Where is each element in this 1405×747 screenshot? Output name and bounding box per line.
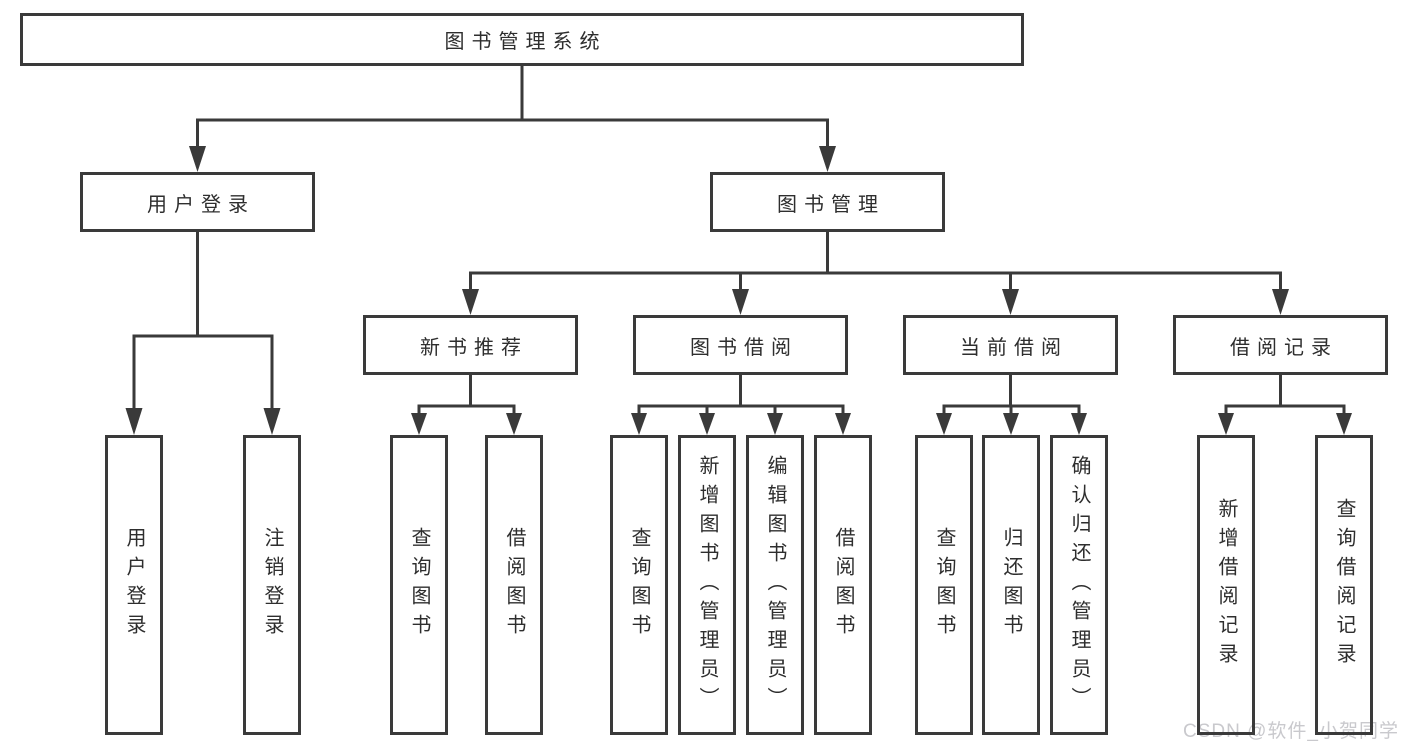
- leaf-borrow-books-recommend: 借阅图书: [485, 435, 543, 735]
- leaf-query-books-current: 查询图书: [915, 435, 973, 735]
- leaf-logout-login: 注销登录: [243, 435, 301, 735]
- leaf-return-books: 归还图书: [982, 435, 1040, 735]
- leaf-query-books-recommend: 查询图书: [390, 435, 448, 735]
- leaf-confirm-return-admin: 确认归还（管理员）: [1050, 435, 1108, 735]
- node-book-borrow: 图书借阅: [633, 315, 848, 375]
- leaf-query-borrow-record: 查询借阅记录: [1315, 435, 1373, 735]
- leaf-add-books-admin: 新增图书（管理员）: [678, 435, 736, 735]
- node-book-management: 图书管理: [710, 172, 945, 232]
- watermark: CSDN @软件_小贺同学: [1183, 721, 1399, 742]
- leaf-query-books-borrow: 查询图书: [610, 435, 668, 735]
- node-new-book-recommend: 新书推荐: [363, 315, 578, 375]
- leaf-edit-books-admin: 编辑图书（管理员）: [746, 435, 804, 735]
- leaf-add-borrow-record: 新增借阅记录: [1197, 435, 1255, 735]
- node-library-system-root: 图书管理系统: [20, 13, 1024, 66]
- leaf-borrow-books: 借阅图书: [814, 435, 872, 735]
- node-user-login: 用户登录: [80, 172, 315, 232]
- node-borrow-records: 借阅记录: [1173, 315, 1388, 375]
- node-current-borrow: 当前借阅: [903, 315, 1118, 375]
- leaf-user-login: 用户登录: [105, 435, 163, 735]
